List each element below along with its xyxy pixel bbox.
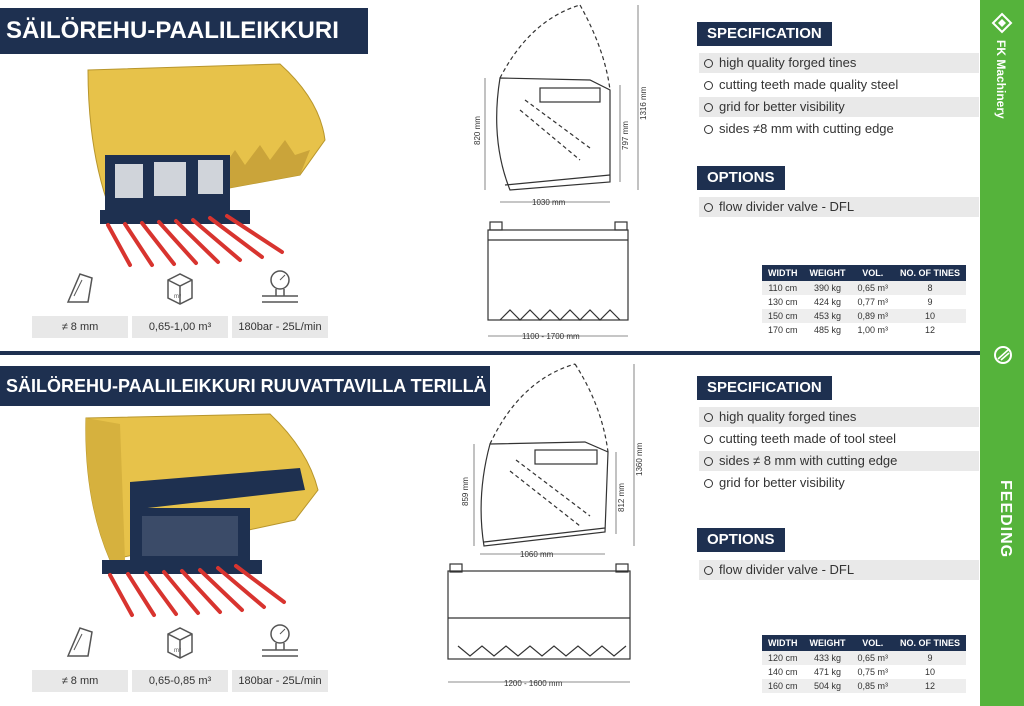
spec-item: high quality forged tines — [699, 53, 979, 73]
volume-cube-icon: m³ — [167, 627, 193, 659]
hydraulic-spec: 180bar - 25L/min — [230, 268, 330, 338]
technical-drawing: 859 mm 812 mm 1360 mm 1060 mm 1200 - 160… — [447, 363, 644, 688]
product-section-1: SÄILÖREHU-PAALILEIKKURI ≠ 8 mm m³ 0,65-1… — [0, 0, 980, 352]
brand-name: FK Machinery — [994, 40, 1008, 119]
spec-item: cutting teeth made of tool steel — [699, 429, 979, 449]
brand-logo-icon — [991, 12, 1013, 34]
pressure-gauge-icon — [262, 270, 298, 303]
product-title: SÄILÖREHU-PAALILEIKKURI RUUVATTAVILLA TE… — [0, 366, 490, 406]
thickness-label: ≠ 8 mm — [32, 670, 128, 692]
thickness-icon — [66, 627, 93, 657]
hydraulic-label: 180bar - 25L/min — [232, 316, 328, 338]
category-sidebar: FK Machinery FEEDING — [980, 0, 1024, 706]
product-image — [85, 413, 319, 617]
spec-item: high quality forged tines — [699, 407, 979, 427]
specification-heading: SPECIFICATION — [697, 22, 832, 46]
volume-spec: m³ 0,65-1,00 m³ — [130, 268, 230, 338]
brand-block: FK Machinery — [980, 0, 1024, 150]
hydraulic-spec: 180bar - 25L/min — [230, 622, 330, 692]
spec-item: cutting teeth made quality steel — [699, 75, 979, 95]
options-heading: OPTIONS — [697, 166, 785, 190]
thickness-icon — [66, 273, 93, 303]
spec-item: grid for better visibility — [699, 97, 979, 117]
product-icons: ≠ 8 mm m³ 0,65-0,85 m³ 180bar - 25L/min — [30, 622, 330, 692]
spec-item: sides ≠ 8 mm with cutting edge — [699, 451, 979, 471]
options-heading: OPTIONS — [697, 528, 785, 552]
product-title: SÄILÖREHU-PAALILEIKKURI — [0, 8, 368, 54]
hydraulic-label: 180bar - 25L/min — [232, 670, 328, 692]
dim-height-mid: 797 mm — [621, 121, 630, 150]
option-item: flow divider valve - DFL — [699, 560, 979, 580]
product-image — [87, 63, 326, 267]
dim-width-side: 1030 mm — [532, 198, 566, 207]
dim-width-front: 1100 - 1700 mm — [522, 332, 580, 341]
dim-height-inner: 820 mm — [473, 116, 482, 145]
volume-label: 0,65-1,00 m³ — [132, 316, 228, 338]
option-item: flow divider valve - DFL — [699, 197, 979, 217]
thickness-spec: ≠ 8 mm — [30, 268, 130, 338]
volume-spec: m³ 0,65-0,85 m³ — [130, 622, 230, 692]
cube-glyph: m³ — [174, 294, 181, 300]
thickness-spec: ≠ 8 mm — [30, 622, 130, 692]
spec-item: grid for better visibility — [699, 473, 979, 493]
dim-width-front: 1200 - 1600 mm — [504, 679, 563, 688]
cube-glyph: m³ — [174, 648, 181, 654]
spec-item: sides ≠8 mm with cutting edge — [699, 119, 979, 139]
dim-width-side: 1060 mm — [520, 550, 554, 559]
section-divider — [0, 351, 980, 355]
dim-height-total: 1316 mm — [639, 86, 648, 120]
pressure-gauge-icon — [262, 624, 298, 657]
product-icons: ≠ 8 mm m³ 0,65-1,00 m³ 180bar - 25L/min — [30, 268, 330, 338]
volume-cube-icon: m³ — [167, 273, 193, 305]
dim-height-inner: 859 mm — [461, 477, 470, 506]
category-label: FEEDING — [997, 480, 1014, 559]
thickness-label: ≠ 8 mm — [32, 316, 128, 338]
dim-height-total: 1360 mm — [635, 442, 644, 476]
dim-height-mid: 812 mm — [617, 483, 626, 512]
product-section-2: SÄILÖREHU-PAALILEIKKURI RUUVATTAVILLA TE… — [0, 356, 980, 706]
technical-drawing: 820 mm 797 mm 1316 mm 1030 mm 1100 - 170… — [473, 4, 648, 341]
specification-heading: SPECIFICATION — [697, 376, 832, 400]
volume-label: 0,65-0,85 m³ — [132, 670, 228, 692]
feeding-icon — [994, 346, 1012, 364]
